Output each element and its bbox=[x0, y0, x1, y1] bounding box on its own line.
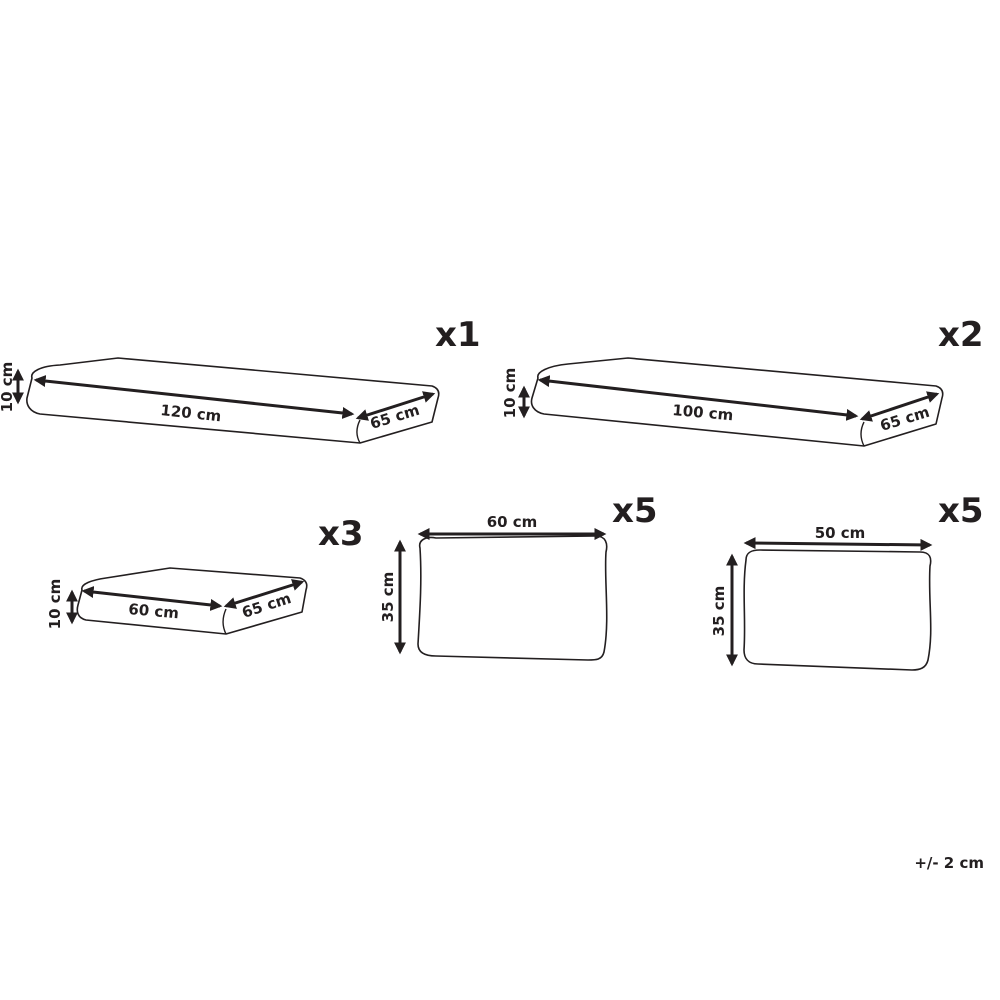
cushion-small: 60 cm 65 cm 10 cm x3 bbox=[46, 514, 364, 635]
cushion-small-length-label: 60 cm bbox=[128, 600, 180, 622]
cushion-large-front-edge bbox=[356, 419, 361, 444]
pillow-small-height-label: 35 cm bbox=[710, 586, 728, 637]
pillow-small: 50 cm 35 cm x5 bbox=[710, 491, 984, 671]
cushion-medium: 100 cm 65 cm 10 cm x2 bbox=[501, 315, 984, 447]
cushion-small-front-edge bbox=[222, 608, 227, 635]
pillow-small-outline bbox=[743, 549, 932, 671]
cushion-large: 120 cm 65 cm 10 cm x1 bbox=[0, 315, 481, 444]
cushion-large-length-arrow bbox=[33, 375, 355, 419]
cushion-medium-quantity: x2 bbox=[938, 315, 984, 355]
cushion-small-depth-arrow bbox=[223, 579, 305, 609]
cushion-medium-depth-arrow bbox=[859, 391, 940, 422]
pillow-small-width-arrow bbox=[743, 537, 933, 551]
pillow-large-width-label: 60 cm bbox=[487, 513, 538, 531]
pillow-small-quantity: x5 bbox=[938, 491, 984, 531]
cushion-medium-length-arrow bbox=[537, 375, 859, 421]
cushion-medium-thickness-label: 10 cm bbox=[501, 368, 519, 419]
cushion-medium-length-label: 100 cm bbox=[672, 401, 734, 424]
tolerance-note: +/- 2 cm bbox=[914, 854, 984, 872]
pillow-small-width-label: 50 cm bbox=[815, 524, 866, 542]
cushion-small-length-arrow bbox=[81, 586, 223, 611]
cushion-large-quantity: x1 bbox=[435, 315, 481, 355]
pillow-large-outline bbox=[417, 535, 608, 661]
pillow-large: 60 cm 35 cm x5 bbox=[379, 491, 658, 661]
cushion-small-quantity: x3 bbox=[318, 514, 364, 554]
cushion-medium-front-edge bbox=[860, 421, 865, 447]
cushion-large-thickness-label: 10 cm bbox=[0, 362, 16, 413]
cushion-small-thickness-label: 10 cm bbox=[46, 579, 64, 630]
cushion-large-depth-arrow bbox=[355, 391, 436, 421]
pillow-large-height-label: 35 cm bbox=[379, 572, 397, 623]
pillow-large-quantity: x5 bbox=[612, 491, 658, 531]
